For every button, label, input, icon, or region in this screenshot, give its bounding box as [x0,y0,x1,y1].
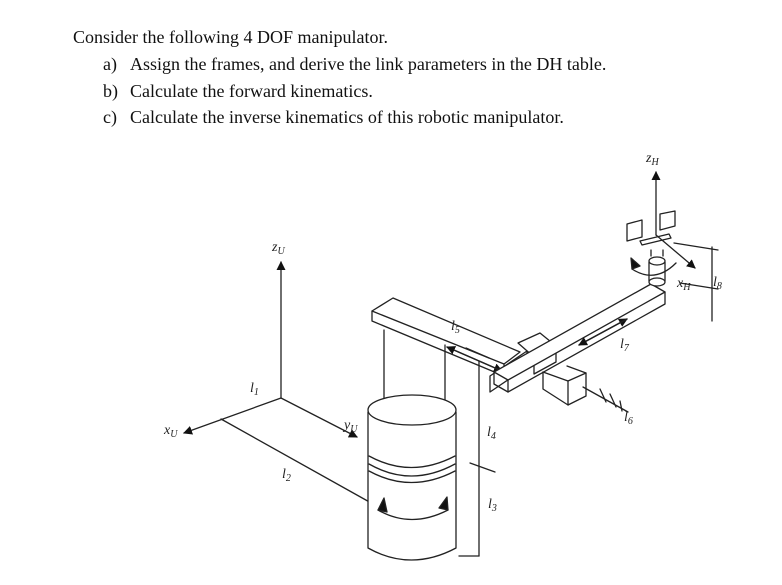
gripper [626,210,676,246]
label-l3: l3 [488,497,497,514]
label-xU: xU [163,423,178,440]
item-c-label: c) [103,107,117,127]
label-l6: l6 [624,410,633,427]
label-l7: l7 [620,337,630,354]
label-zH: zH [645,151,659,168]
base-frame [183,261,374,505]
label-l5: l5 [451,319,460,336]
item-b-text: Calculate the forward kinematics. [130,81,373,101]
label-l4: l4 [487,425,496,442]
item-b: b) Calculate the forward kinematics. [103,81,373,102]
column [367,329,457,561]
label-yU: yU [342,418,358,435]
rotation-arrow [377,509,449,521]
label-xH: xH [676,276,691,293]
item-a-label: a) [103,54,117,74]
wrist [630,249,677,287]
item-c: c) Calculate the inverse kinematics of th… [103,107,564,128]
xU-axis [183,397,282,435]
item-a-text: Assign the frames, and derive the link p… [130,54,607,74]
yU-axis [280,397,358,438]
horizontal-arm [493,283,666,393]
xH-axis [655,234,696,269]
item-b-label: b) [103,81,118,101]
label-zU: zU [271,240,285,257]
label-l8: l8 [713,275,722,292]
item-a: a) Assign the frames, and derive the link… [103,54,606,75]
problem-intro: Consider the following 4 DOF manipulator… [73,27,388,47]
top-beam [371,297,521,377]
item-c-text: Calculate the inverse kinematics of this… [130,107,564,127]
label-l1: l1 [250,381,259,398]
l2-line [220,418,374,505]
label-l2: l2 [282,467,291,484]
